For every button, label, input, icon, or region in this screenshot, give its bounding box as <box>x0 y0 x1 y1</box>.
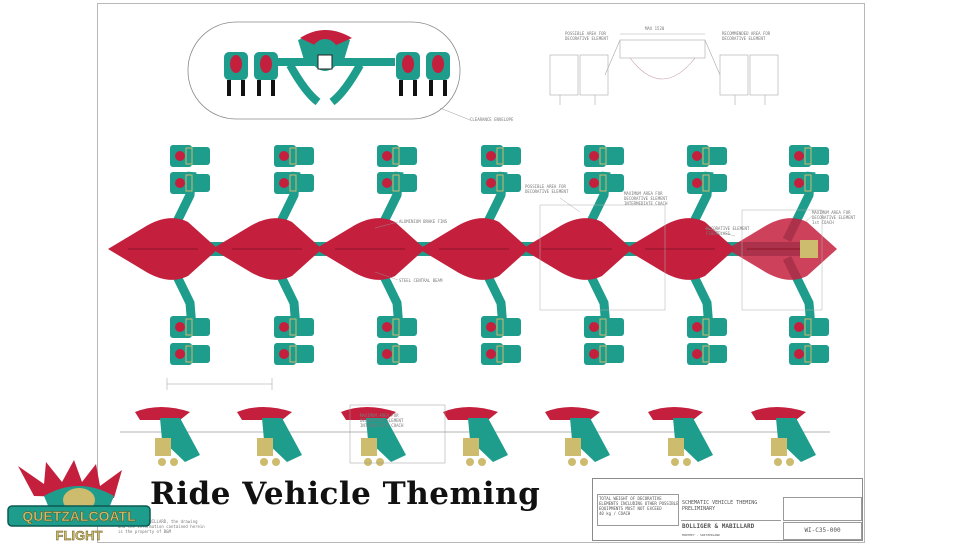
plan-coach <box>522 145 632 365</box>
label-max-area-side: MAXIMUM AREA FOR DECORATIVE ELEMENT INTE… <box>360 413 404 428</box>
drawing-title: SCHEMATIC VEHICLE THEMING PRELIMINARY <box>681 499 781 521</box>
label-max-area-intermediate: MAXIMUM AREA FOR DECORATIVE ELEMENT INTE… <box>624 191 668 206</box>
label-max-dim: MAX 1520 <box>645 26 665 31</box>
revision-grid <box>783 497 862 521</box>
company-name: BOLLIGER & MABILLARD <box>682 523 755 530</box>
side-coach <box>751 407 816 466</box>
company-location: MONTHEY - SWITZERLAND <box>682 533 720 537</box>
side-coach <box>545 407 610 466</box>
label-brake-fins: ALUMINIUM BRAKE FINS <box>399 219 448 224</box>
label-clearance: CLEARANCE ENVELOPE <box>470 117 514 122</box>
clearance-envelope <box>187 21 461 120</box>
title-block: TOTAL WEIGHT OF DECORATIVE ELEMENTS INCL… <box>592 478 863 541</box>
side-coach <box>341 407 406 466</box>
side-view-train <box>120 404 830 466</box>
lead-head <box>800 240 818 258</box>
page-title: Ride Vehicle Theming <box>150 476 541 512</box>
side-coach <box>443 407 508 466</box>
side-coach <box>135 407 200 466</box>
seat <box>396 52 420 96</box>
seat <box>224 52 248 96</box>
svg-text:QUETZALCOATL: QUETZALCOATL <box>22 508 136 524</box>
plan-view-train <box>108 145 837 365</box>
label-possible-area-top: POSSIBLE AREA FOR DECORATIVE ELEMENT <box>565 31 609 41</box>
label-possible-area-mid: POSSIBLE AREA FOR DECORATIVE ELEMENT <box>525 184 569 194</box>
plan-coach <box>727 145 837 365</box>
plan-coach <box>315 145 425 365</box>
label-central-beam: STEEL CENTRAL BEAM <box>399 278 443 283</box>
front-view-vehicle <box>224 30 450 106</box>
drawing-border <box>97 3 865 543</box>
seat <box>426 52 450 96</box>
svg-text:FLIGHT: FLIGHT <box>56 528 103 543</box>
seat <box>254 52 278 96</box>
side-coach <box>237 407 302 466</box>
label-recommended-area: RECOMMENDED AREA FOR DECORATIVE ELEMENT <box>722 31 771 41</box>
plan-coach <box>419 145 529 365</box>
plan-coach <box>625 145 735 365</box>
label-max-area-1st: MAXIMUM AREA FOR DECORATIVE ELEMENT 1st … <box>812 210 856 225</box>
drawing-number: WI-C35-000 <box>783 522 862 540</box>
weight-note: TOTAL WEIGHT OF DECORATIVE ELEMENTS INCL… <box>597 494 679 526</box>
front-view-schematic <box>549 33 779 105</box>
side-coach <box>648 407 713 466</box>
plan-coach <box>108 145 218 365</box>
plan-coach <box>212 145 322 365</box>
quetzalcoatl-logo: QUETZALCOATL FLIGHT <box>7 460 151 543</box>
label-decorative-fiberglass: DECORATIVE ELEMENT FIBERGLASS <box>706 226 750 236</box>
